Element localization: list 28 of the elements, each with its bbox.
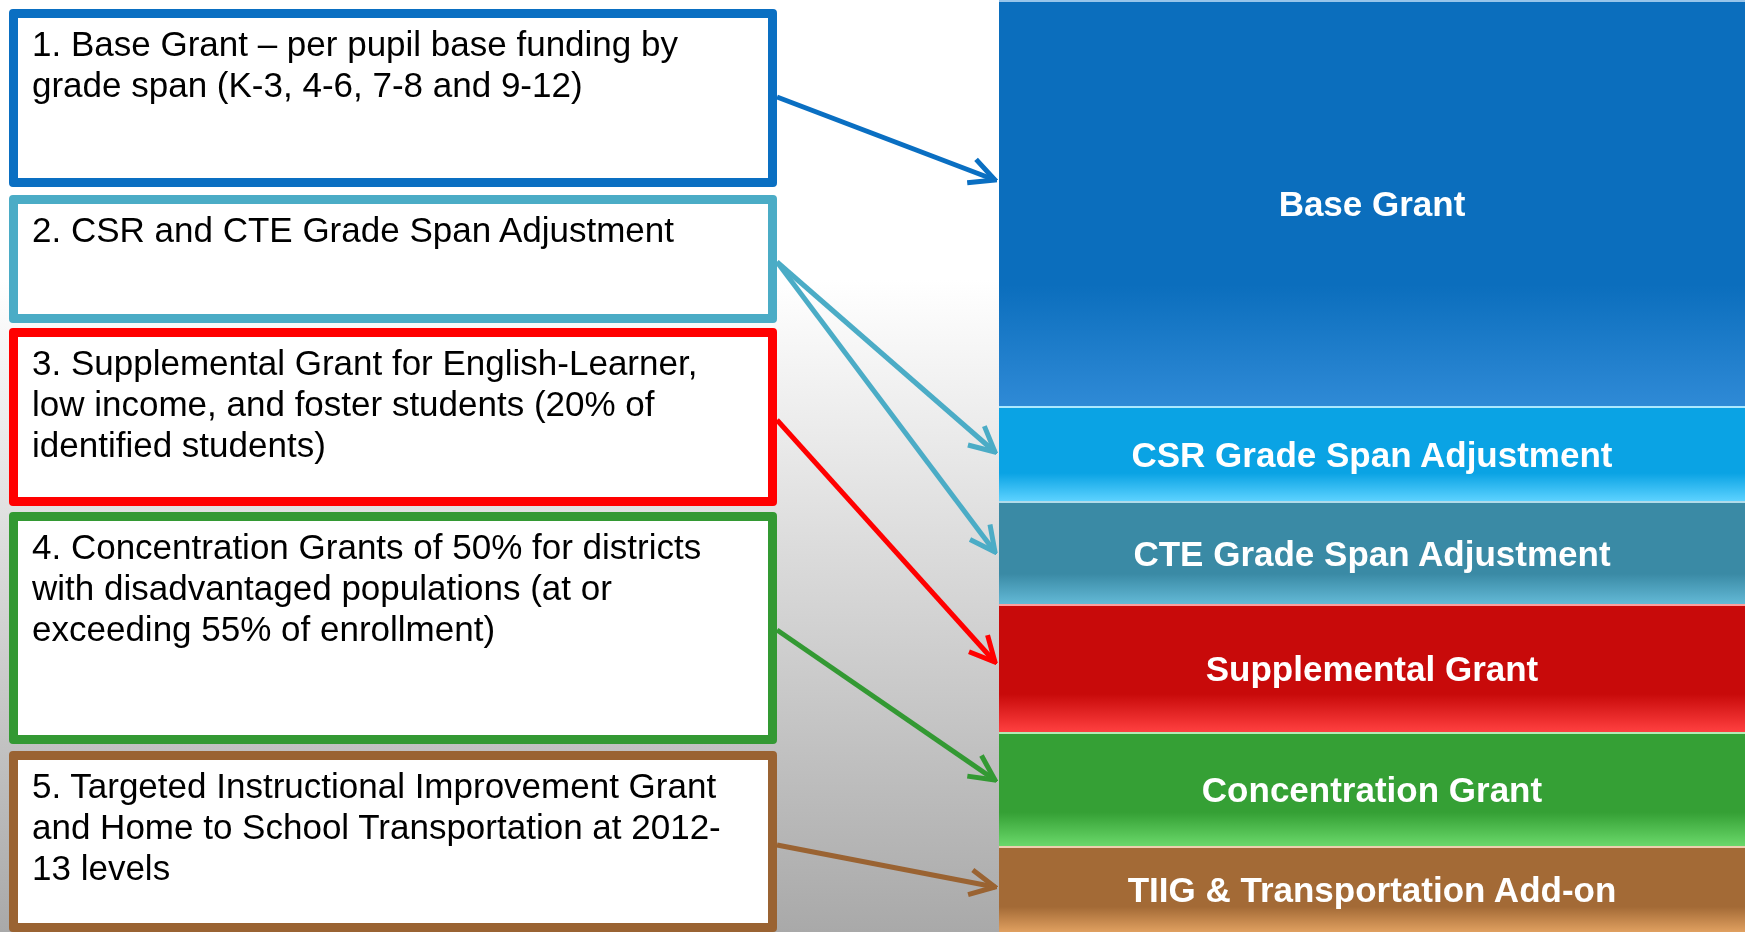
arrow	[775, 418, 998, 665]
box-text: 2. CSR and CTE Grade Span Adjustment	[32, 210, 674, 249]
arrow	[775, 627, 998, 783]
arrow	[775, 260, 998, 455]
band-label: CTE Grade Span Adjustment	[1133, 533, 1611, 574]
band-label: Concentration Grant	[1201, 770, 1543, 810]
arrow	[775, 260, 998, 555]
grant-band	[999, 501, 1745, 604]
arrow	[776, 94, 998, 186]
grant-band	[999, 604, 1745, 732]
grant-band	[999, 732, 1745, 846]
source-box	[9, 512, 777, 744]
arrow	[776, 842, 998, 898]
band-label: Supplemental Grant	[1205, 649, 1539, 689]
source-box	[9, 751, 777, 932]
source-box	[9, 328, 777, 506]
source-box	[9, 9, 777, 187]
band-label: CSR Grade Span Adjustment	[1131, 434, 1613, 475]
band-label: TIIG & Transportation Add-on	[1127, 870, 1617, 910]
grant-band	[999, 406, 1745, 501]
box-text: 4. Concentration Grants of 50% for districts with disadvantaged populations (at or exceeding 55% of enrollment)	[32, 527, 702, 648]
box-text: 1. Base Grant – per pupil base funding by grade span (K-3, 4-6, 7-8 and 9-12)	[32, 24, 678, 104]
source-box	[9, 195, 777, 323]
grant-band	[999, 0, 1745, 406]
box-text: 3. Supplemental Grant for English-Learner, low income, and foster students (20% of identified students)	[32, 343, 698, 464]
band-label: Base Grant	[1278, 184, 1466, 224]
box-text: 5. Targeted Instructional Improvement Grant and Home to School Transportation at 2012-13 levels	[32, 766, 721, 887]
grant-band	[999, 846, 1745, 932]
